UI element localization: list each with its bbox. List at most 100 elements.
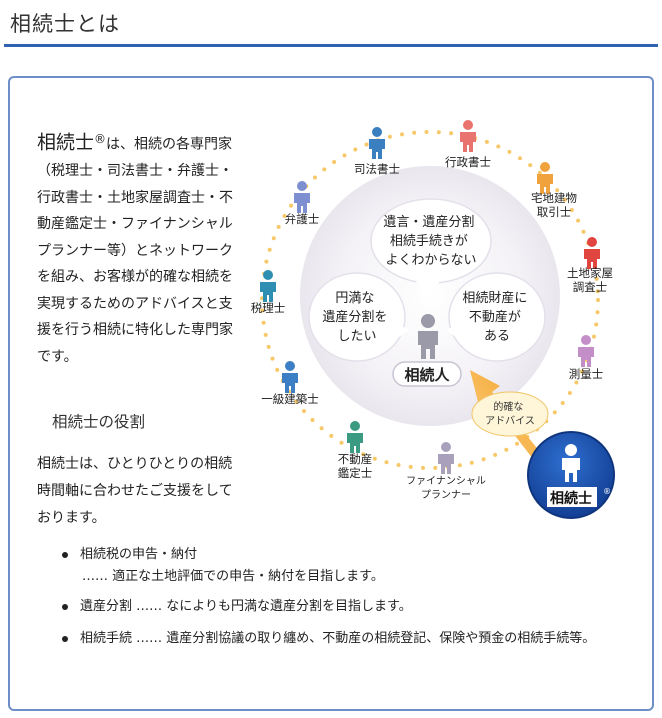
orbit-dot <box>322 167 327 172</box>
bubble-right: 相続財産に 不動産が ある <box>446 272 546 362</box>
orbit-dot <box>562 197 567 202</box>
professional-node: 不動産鑑定士 <box>338 421 373 480</box>
bullet-title: 相続税の申告・納付 <box>80 547 198 562</box>
orbit-dot <box>449 131 454 136</box>
heir-label: 相続人 <box>404 366 450 384</box>
professional-label-line: 司法書士 <box>354 162 400 176</box>
orbit-dot <box>496 144 501 149</box>
professional-label-line: 測量士 <box>569 367 604 381</box>
professional-label: 弁護士 <box>285 212 320 226</box>
badge-label: 相続士 <box>550 490 592 507</box>
professional-node: 宅地建物取引士 <box>531 162 577 219</box>
orbit-dot <box>594 276 599 281</box>
orbit-dot <box>515 441 519 446</box>
professional-node: ファイナンシャルプランナー <box>406 442 486 501</box>
orbit-dot <box>276 224 281 229</box>
orbit-dot <box>560 401 565 405</box>
professional-label-line: 調査士 <box>573 280 608 294</box>
orbit-dot <box>436 130 441 135</box>
intro-body: は、相続の各専門家（税理士・司法書士・弁護士・行政書士・土地家屋調査士・不動産鑑… <box>37 136 233 365</box>
orbit-dot <box>384 460 389 465</box>
orbit-dot <box>594 322 599 327</box>
person-icon <box>460 120 476 152</box>
bubble-right-line: 相続財産に <box>462 290 527 306</box>
orbit-dot <box>592 334 596 339</box>
intro-paragraph: 相続士®は、相続の各専門家（税理士・司法書士・弁護士・行政書士・土地家屋調査士・… <box>37 126 242 370</box>
registered-mark: ® <box>94 132 107 146</box>
orbit-dot <box>339 440 344 445</box>
orbit-dot <box>433 465 438 470</box>
professional-label: 税理士 <box>251 301 286 315</box>
bubble-top-line: よくわからない <box>385 253 476 268</box>
professional-label-line: 税理士 <box>251 301 286 315</box>
orbit-dot <box>372 456 377 461</box>
professional-node: 行政書士 <box>445 120 491 169</box>
orbit-dot <box>481 457 486 462</box>
orbit-dot <box>595 310 600 315</box>
bullet-detail: …… 適正な土地評価での申告・納付を目指します。 <box>82 569 384 584</box>
orbit-dot <box>424 130 429 134</box>
orbit-dot <box>469 460 474 465</box>
orbit-dot <box>412 130 417 135</box>
title-divider <box>4 44 658 47</box>
professional-label: 測量士 <box>569 367 604 381</box>
professional-label: 行政書士 <box>445 155 491 169</box>
page-title: 相続士とは <box>10 12 120 36</box>
bubble-right-line: ある <box>484 329 510 344</box>
person-icon <box>294 181 310 213</box>
orbit-dot <box>518 156 522 161</box>
orbit-dot <box>266 344 271 349</box>
orbit-dot <box>528 163 533 168</box>
professional-label: ファイナンシャルプランナー <box>406 475 486 501</box>
professional-node: 測量士 <box>569 335 604 381</box>
orbit-dot <box>567 391 572 395</box>
person-icon <box>438 442 454 474</box>
professional-label-line: 行政書士 <box>445 155 491 169</box>
orbit-dot <box>364 142 369 147</box>
bullet-detail: …… 遺産分割協議の取り纏め、不動産の相続登記、保険や預金の相続手続等。 <box>136 631 596 646</box>
bubble-left-line: 遺産分割を <box>322 309 387 325</box>
role-heading: 相続士の役割 <box>52 413 146 431</box>
role-bullet-list: 相続税の申告・納付 …… 適正な土地評価での申告・納付を目指します。 遺産分割 … <box>60 544 620 650</box>
advice-line: アドバイス <box>485 415 535 427</box>
orbit-dot <box>271 236 276 241</box>
intro-lead: 相続士 <box>37 131 95 154</box>
orbit-dot <box>537 170 542 175</box>
orbit-dot <box>289 203 294 208</box>
professional-label: 宅地建物取引士 <box>531 191 577 219</box>
orbit-dot <box>576 218 581 223</box>
orbit-dot <box>310 418 315 422</box>
orbit-dot <box>270 356 275 361</box>
bubble-top: 遺言・遺産分割 相続手続きが よくわからない <box>370 198 492 296</box>
advice-line: 的確な <box>493 400 523 413</box>
orbit-dot <box>595 289 600 294</box>
professional-label-line: 不動産 <box>338 452 373 466</box>
orbit-dot <box>275 367 280 372</box>
professional-label: 司法書士 <box>354 162 400 176</box>
orbit-dot <box>504 447 509 452</box>
orbit-dot <box>408 464 413 469</box>
professional-label-line: 弁護士 <box>285 212 320 226</box>
orbit-dot <box>361 452 366 457</box>
professional-node: 土地家屋調査士 <box>567 237 613 294</box>
professional-label-line: 鑑定士 <box>338 466 373 480</box>
person-icon <box>282 361 298 393</box>
advice-bubble <box>471 391 549 437</box>
orbit-dot <box>400 132 404 137</box>
professional-label-line: 宅地建物 <box>531 191 577 205</box>
professional-label: 土地家屋調査士 <box>567 266 613 294</box>
orbit-dot <box>267 247 272 252</box>
orbit-dot <box>457 463 462 468</box>
orbit-dot <box>282 214 287 218</box>
professional-label-line: 取引士 <box>537 205 572 219</box>
list-item: 遺産分割 …… なによりも円満な遺産分割を目指します。 <box>60 596 620 618</box>
bullet-title: 遺産分割 <box>80 599 133 614</box>
orbit-dot <box>302 409 306 414</box>
bubble-left: 円満な 遺産分割を したい <box>308 272 410 362</box>
professional-node: 一級建築士 <box>261 361 319 406</box>
person-icon <box>584 237 600 269</box>
orbit-dot <box>319 426 324 431</box>
orbit-dot <box>342 153 347 158</box>
